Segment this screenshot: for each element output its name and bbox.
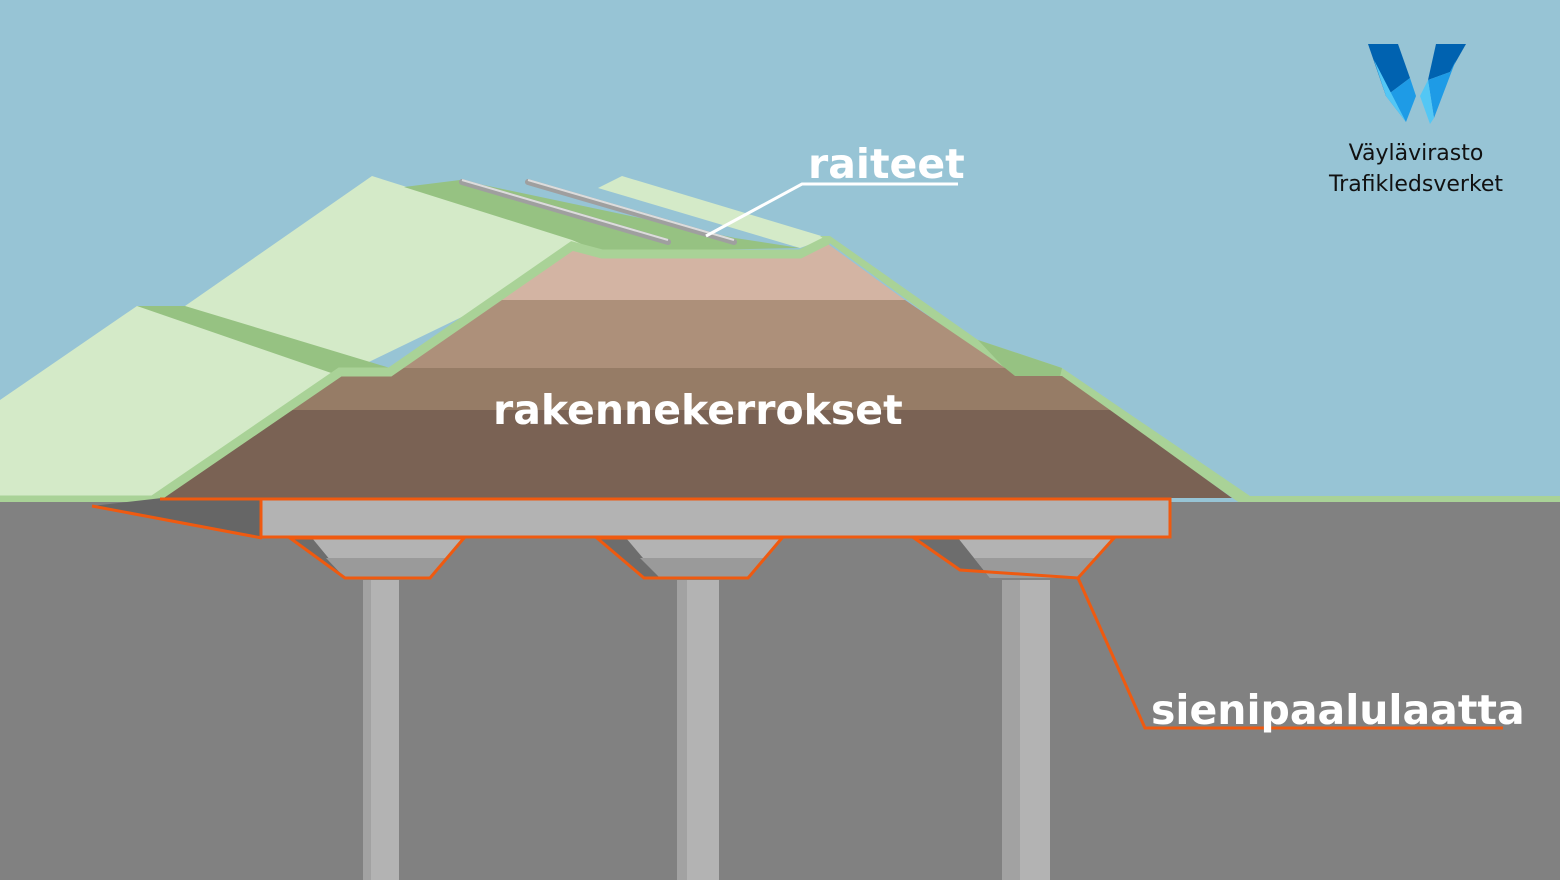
structural-layer-3	[290, 368, 1110, 410]
berm-strip-lower	[137, 306, 390, 376]
ground	[0, 502, 1560, 880]
pile-1	[363, 580, 399, 880]
pile-cap-3	[909, 536, 1118, 580]
slab-callout-line	[1076, 577, 1503, 730]
label-mushroom-pile-slab: sienipaalulaatta	[1151, 686, 1525, 734]
logo-wordmark: Väylävirasto Trafikledsverket	[1300, 138, 1532, 200]
tracks-callout-line	[705, 182, 958, 238]
embankment-slope-left	[0, 176, 600, 500]
vaylavirasto-v-logo-icon	[1368, 44, 1466, 124]
slope-outline-left	[0, 235, 831, 505]
structural-layer-4	[162, 410, 1232, 498]
berm-strip-right	[978, 340, 1062, 377]
logo-name-finnish: Väylävirasto	[1348, 141, 1484, 166]
structural-layer-2	[397, 300, 1005, 368]
pile-cap-1	[285, 536, 468, 580]
pile-3	[1002, 580, 1050, 880]
pile-cap-2	[592, 536, 786, 580]
embankment-top-right	[598, 176, 828, 248]
slab-edge-outline	[91, 504, 263, 540]
logo-name-swedish: Trafikledsverket	[1328, 172, 1504, 197]
structural-layer-1	[497, 244, 905, 300]
mushroom-pile-slab	[259, 497, 1172, 539]
ground-shadow-left	[92, 498, 262, 538]
label-structural-layers: rakennekerrokset	[493, 386, 903, 434]
rails	[459, 179, 737, 245]
label-tracks: raiteet	[808, 140, 965, 188]
pile-2	[677, 580, 719, 880]
